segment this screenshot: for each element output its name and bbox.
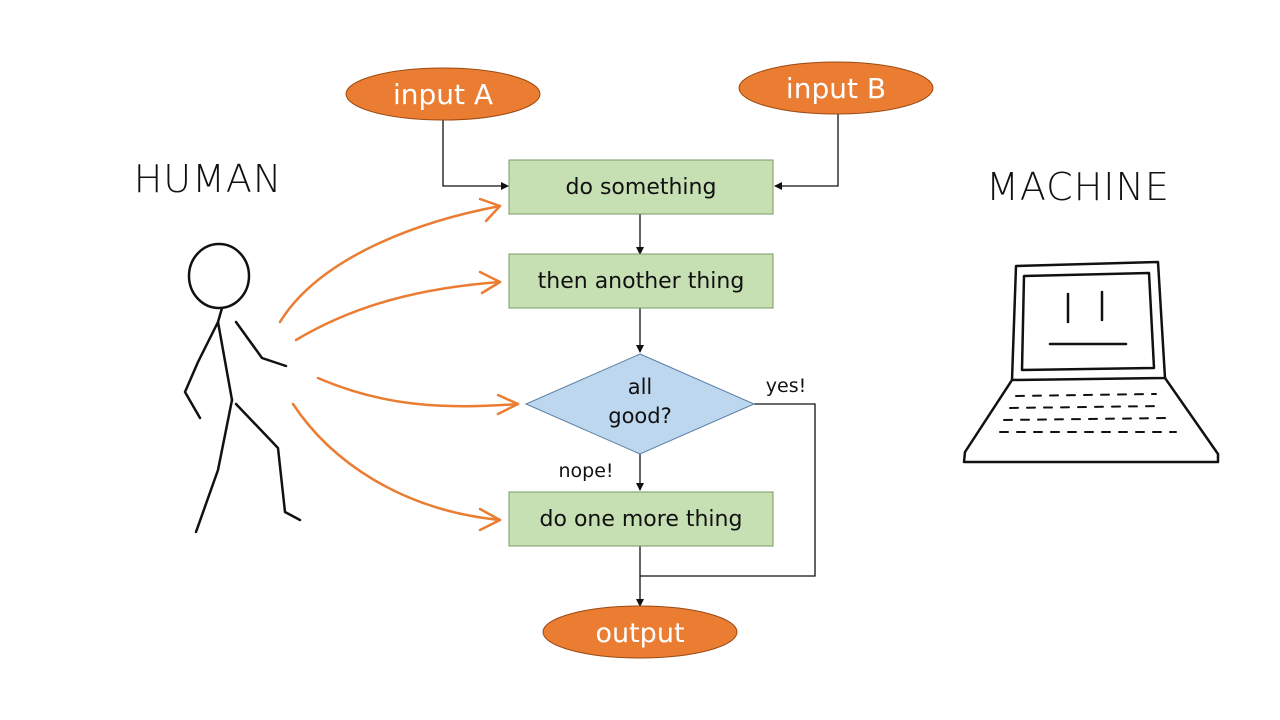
flow-connectors (442, 112, 839, 607)
orange-arrow-head-3 (496, 393, 520, 416)
orange-arrow-1 (278, 204, 502, 324)
orange-arrow-3 (316, 376, 520, 408)
orange-arrow-head-4 (478, 507, 502, 532)
input-b-terminal (738, 61, 934, 115)
machine-title: MACHINE (986, 165, 1170, 209)
decision-diamond (524, 353, 756, 455)
human-title: HUMAN (134, 157, 283, 201)
connector-input-b (774, 112, 839, 190)
orange-arrow-head-2 (478, 270, 502, 295)
connector-yes-loop (640, 403, 816, 577)
input-a-terminal (345, 67, 541, 121)
input-b-label: input B (786, 72, 886, 105)
orange-arrow-head-1 (478, 197, 502, 223)
step-one-more-label: do one more thing (540, 507, 743, 532)
step-then-another-box (508, 253, 774, 309)
step-do-something-box (508, 159, 774, 215)
input-a-label: input A (393, 78, 493, 111)
output-terminal (542, 605, 738, 659)
laptop-icon (962, 260, 1220, 464)
connector-input-a (442, 118, 509, 190)
orange-arrow-2 (294, 280, 502, 342)
decision-label-line2: good? (608, 404, 672, 428)
stick-figure-icon (183, 242, 302, 534)
yes-branch-label: yes! (766, 375, 806, 397)
orange-arrow-4 (291, 402, 502, 522)
step-then-another-label: then another thing (538, 269, 745, 294)
step-do-something-label: do something (566, 175, 717, 200)
output-label: output (595, 618, 684, 649)
no-branch-label: nope! (558, 460, 613, 482)
step-one-more-box (508, 491, 774, 547)
human-arrows (278, 197, 520, 532)
decision-label-line1: all (628, 375, 653, 399)
